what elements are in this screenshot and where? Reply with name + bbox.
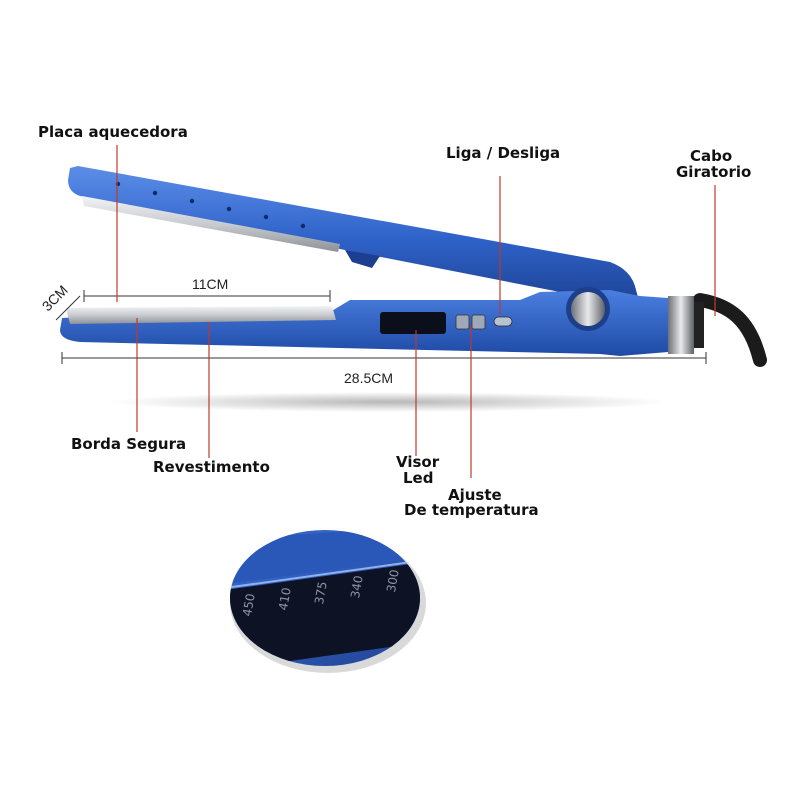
label-liga-desliga: Liga / Desliga [446,144,561,162]
temp-button-2 [471,314,486,330]
dim-label-28cm: 28.5CM [344,370,394,386]
label-revestimento: Revestimento [153,458,270,476]
upper-arm [68,166,640,310]
chrome-collar [668,296,694,354]
hinge [345,250,380,268]
label-cabo-line1: Cabo [690,147,733,165]
label-placa-aquecedora: Placa aquecedora [38,123,188,141]
label-visor-line2: Led [403,469,434,487]
label-borda-segura: Borda Segura [71,435,187,453]
label-ajuste-line2: De temperatura [404,501,539,519]
dim-line-3cm [55,295,81,321]
power-switch [493,316,513,327]
dim-label-11cm: 11CM [192,276,229,292]
temp-button [455,314,470,330]
lower-body [60,290,668,356]
label-cabo-line2: Giratorio [676,163,752,181]
vent-holes [115,181,306,229]
leader-lines [116,145,716,478]
ground-shadow [110,392,670,412]
label-visor-line1: Visor [396,453,440,471]
power-cord [693,293,767,367]
zoom-detail [230,530,420,666]
label-ajuste-line1: Ajuste [448,486,502,504]
lower-plate [66,306,336,324]
upper-plate [82,196,340,252]
led-display [380,312,446,334]
